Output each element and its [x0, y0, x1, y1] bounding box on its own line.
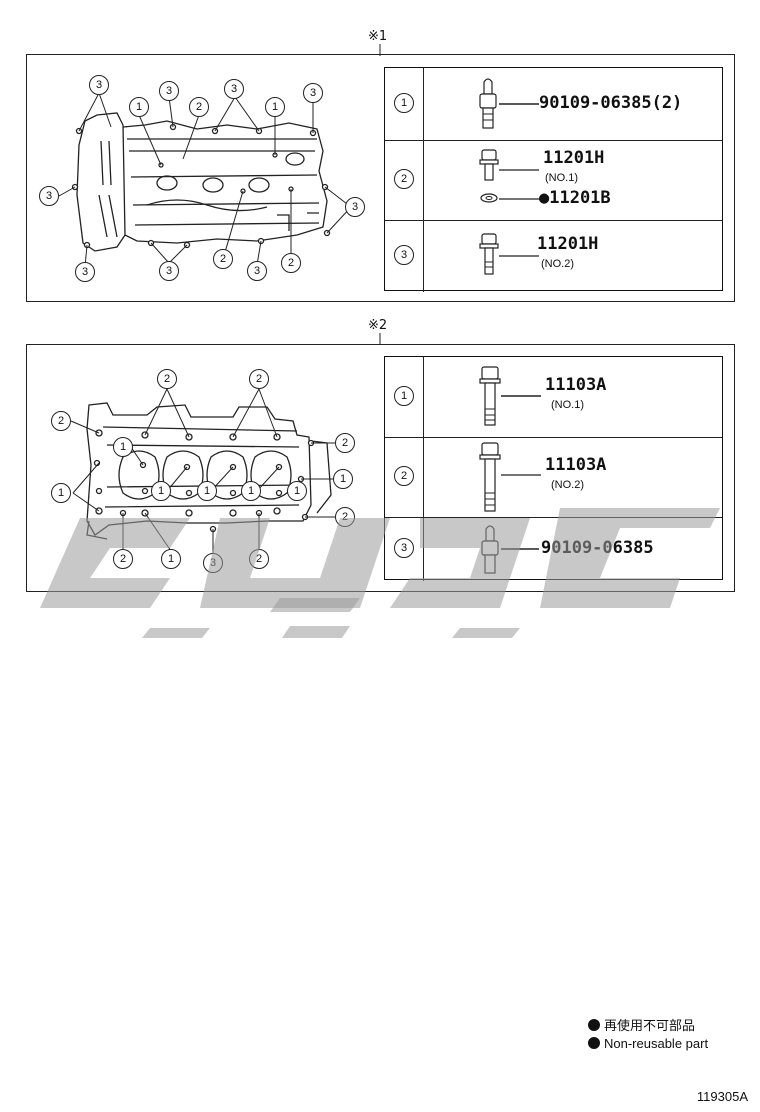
- non-reusable-dot-icon: [588, 1019, 600, 1031]
- non-reusable-dot-icon: [588, 1037, 600, 1049]
- diagram2-marker-line: [379, 333, 381, 345]
- legend-english-text: Non-reusable part: [604, 1036, 709, 1051]
- callout-2: 2: [249, 369, 269, 389]
- washer-icon: [480, 193, 498, 203]
- part-number: 11201H: [537, 234, 599, 254]
- callout-1: 1: [287, 481, 307, 501]
- diagram2-marker: ※2: [368, 318, 388, 333]
- leader-line: [499, 169, 539, 171]
- parts-table-1: 1 90109-06385(2) 2: [384, 67, 723, 292]
- row-number: 1: [394, 386, 414, 406]
- callout-3: 3: [224, 79, 244, 99]
- callout-1: 1: [265, 97, 285, 117]
- callout-1: 1: [129, 97, 149, 117]
- row-number: 2: [394, 169, 414, 189]
- part-subtype: (NO.2): [551, 479, 584, 491]
- legend-japanese: 再使用不可部品: [588, 1015, 695, 1034]
- part-number: 90109-06385(2): [539, 93, 683, 113]
- legend-english: Non-reusable part: [588, 1036, 708, 1051]
- callout-3: 3: [75, 262, 95, 282]
- callout-3: 3: [89, 75, 109, 95]
- part-subtype: (NO.1): [545, 172, 578, 184]
- flange-bolt-icon: [479, 233, 499, 275]
- leader-line: [499, 255, 539, 257]
- part-number: 11103A: [545, 375, 607, 395]
- parts-row-3: 3 11201H (NO.2): [385, 220, 722, 292]
- part-subtype: (NO.2): [541, 258, 574, 270]
- callout-2: 2: [51, 411, 71, 431]
- parts-row-1: 1 90109-06385(2): [385, 68, 722, 141]
- watermark-logo: [40, 508, 720, 638]
- callout-3: 3: [159, 81, 179, 101]
- callout-2: 2: [113, 549, 133, 569]
- row-number: 2: [394, 466, 414, 486]
- row-number-cell: 3: [385, 517, 424, 581]
- callout-1: 1: [197, 481, 217, 501]
- long-bolt-icon: [479, 366, 501, 426]
- row-number-cell: 2: [385, 437, 424, 517]
- non-reusable-part-number: ●11201B: [539, 188, 611, 208]
- callout-2: 2: [189, 97, 209, 117]
- parts-row-2: 2 11103A (NO.2): [385, 437, 722, 518]
- diagram1-panel: 3 3 1 2 3 1 3 3 3 3 2 3 2 3 1 90109-0638…: [26, 54, 735, 302]
- row-number-cell: 1: [385, 68, 424, 140]
- callout-2: 2: [335, 433, 355, 453]
- row-number: 3: [394, 538, 414, 558]
- callout-2: 2: [281, 253, 301, 273]
- leader-line: [501, 395, 541, 397]
- illustration-code: 119305A: [696, 1089, 748, 1104]
- leader-line: [501, 474, 541, 476]
- row-number-cell: 2: [385, 140, 424, 220]
- callout-3: 3: [247, 261, 267, 281]
- callout-1: 1: [151, 481, 171, 501]
- callout-1: 1: [113, 437, 133, 457]
- leader-line: [499, 103, 539, 105]
- callout-2: 2: [157, 369, 177, 389]
- parts-row-2: 2 11201H (NO.1) ●11201B: [385, 140, 722, 221]
- callout-1: 1: [51, 483, 71, 503]
- callout-3: 3: [39, 186, 59, 206]
- stud-bolt-icon: [479, 78, 497, 129]
- callout-1: 1: [241, 481, 261, 501]
- row-number-cell: 1: [385, 357, 424, 437]
- callout-3: 3: [345, 197, 365, 217]
- callout-2: 2: [213, 249, 233, 269]
- leader-line: [499, 198, 541, 200]
- callout-3: 3: [303, 83, 323, 103]
- callout-1: 1: [333, 469, 353, 489]
- parts-row-1: 1 11103A (NO.1): [385, 357, 722, 438]
- part-number: 11201H: [543, 148, 605, 168]
- row-number: 3: [394, 245, 414, 265]
- long-bolt-icon: [479, 442, 501, 512]
- part-number: 11103A: [545, 455, 607, 475]
- part-subtype: (NO.1): [551, 399, 584, 411]
- callout-3: 3: [159, 261, 179, 281]
- callout-1: 1: [161, 549, 181, 569]
- row-number-cell: 3: [385, 220, 424, 292]
- legend-japanese-text: 再使用不可部品: [604, 1019, 696, 1034]
- row-number: 1: [394, 93, 414, 113]
- diagram1-marker: ※1: [368, 29, 388, 44]
- flange-bolt-icon: [479, 149, 499, 181]
